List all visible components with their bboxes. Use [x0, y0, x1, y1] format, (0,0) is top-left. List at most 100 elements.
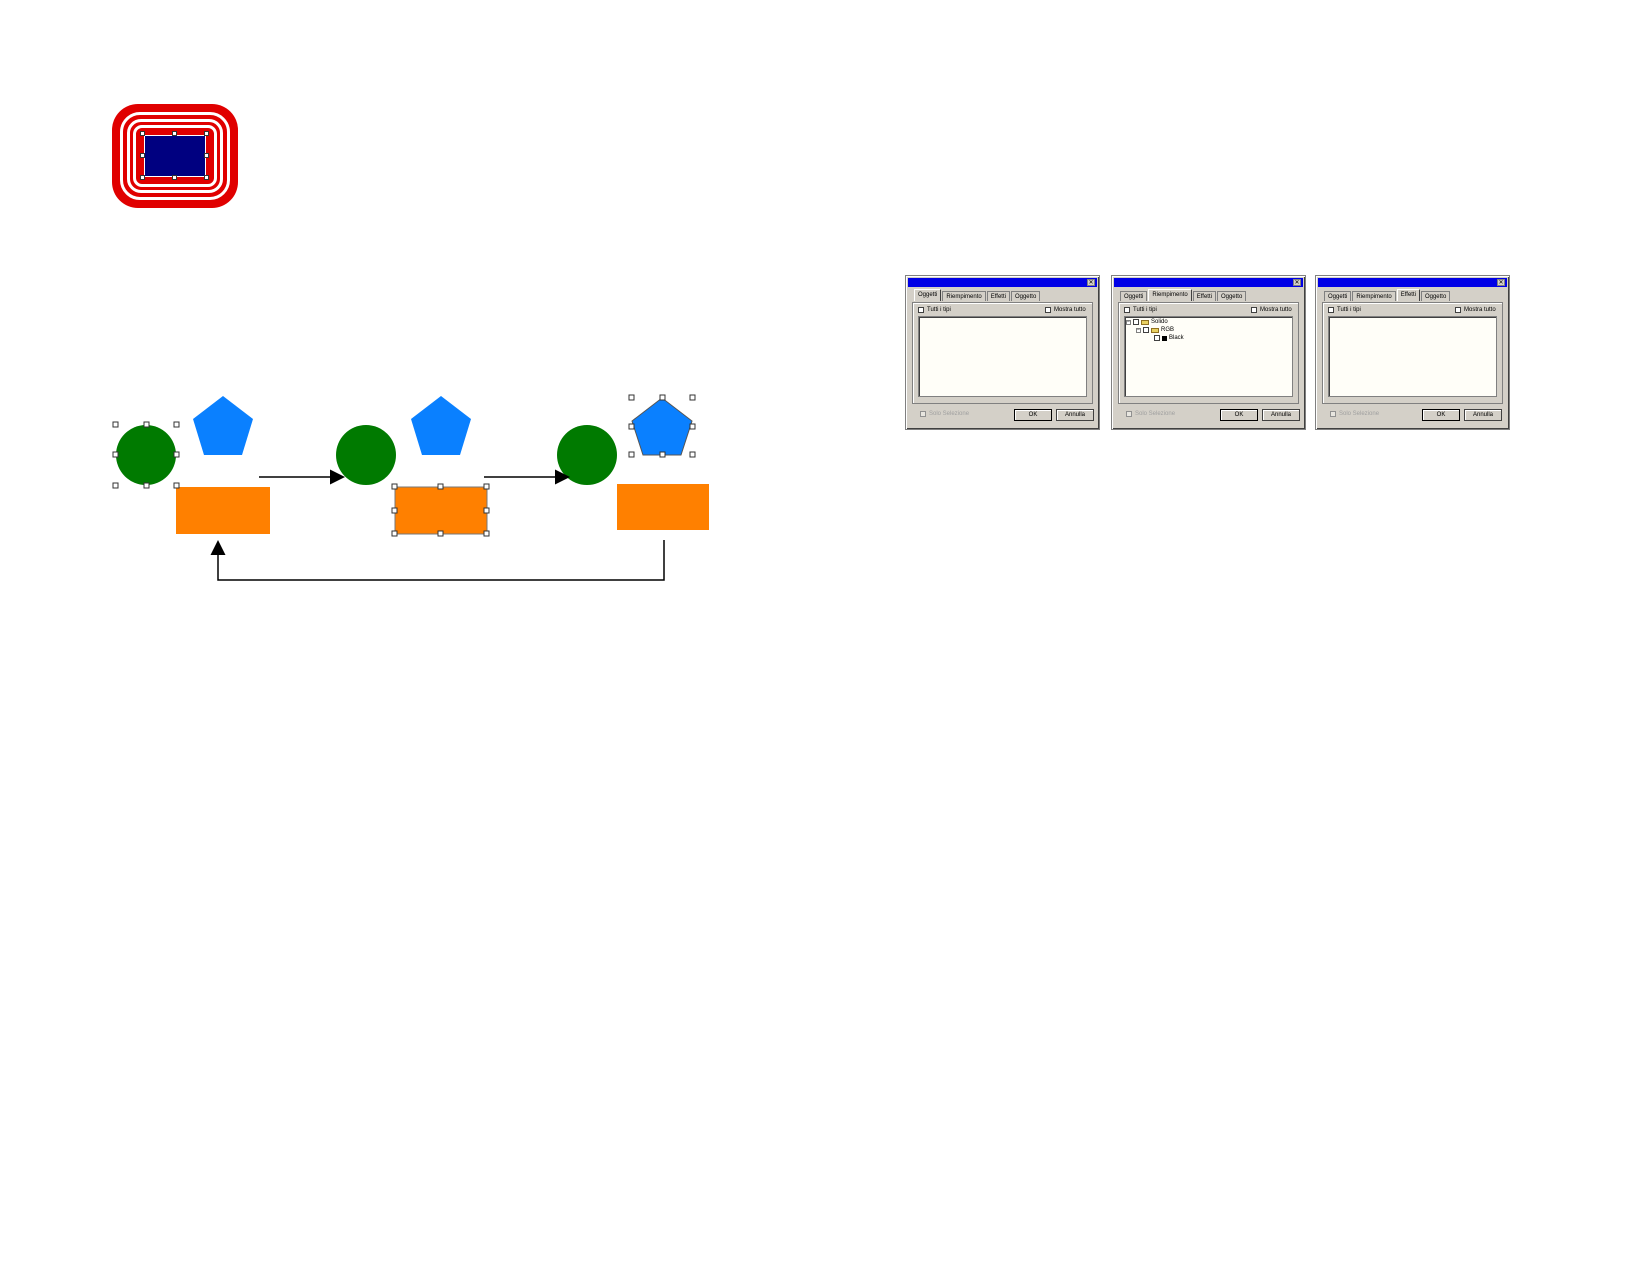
- dialog-titlebar[interactable]: ✕: [908, 278, 1097, 287]
- tab-riempimento[interactable]: Riempimento: [1352, 291, 1396, 301]
- checkbox-box[interactable]: [918, 307, 924, 313]
- only-selection-checkbox: Solo Selezione: [920, 411, 969, 417]
- selection-handle[interactable]: [140, 131, 145, 136]
- selection-handle[interactable]: [204, 175, 209, 180]
- tab-strip: Oggetti Riempimento Effetti Oggetto: [1324, 289, 1451, 302]
- concentric-rings-illustration: [112, 104, 238, 208]
- dialog-titlebar[interactable]: ✕: [1114, 278, 1303, 287]
- dialog-effetti: ✕ Oggetti Riempimento Effetti Oggetto Tu…: [1315, 275, 1510, 430]
- tab-panel: [1118, 302, 1299, 404]
- all-types-checkbox[interactable]: Tutti i tipi: [1124, 307, 1157, 313]
- selection-cycle-diagram: [112, 394, 709, 581]
- circle-shape[interactable]: [116, 425, 176, 485]
- all-types-label: Tutti i tipi: [1337, 307, 1361, 313]
- all-types-checkbox[interactable]: Tutti i tipi: [918, 307, 951, 313]
- return-arrow: [210, 540, 665, 581]
- tree-label: RGB: [1161, 327, 1175, 333]
- circle-shape[interactable]: [557, 425, 617, 485]
- tab-oggetto[interactable]: Oggetto: [1010, 291, 1041, 301]
- show-all-label: Mostra tutto: [1464, 307, 1496, 313]
- ring-gap-3: [133, 125, 217, 187]
- checkbox-box: [920, 411, 926, 417]
- checkbox-box: [1330, 411, 1336, 417]
- close-icon[interactable]: ✕: [1087, 279, 1095, 286]
- tab-oggetti[interactable]: Oggetti: [1120, 291, 1148, 301]
- objects-list[interactable]: [918, 316, 1087, 397]
- folder-icon: [1151, 327, 1159, 333]
- tab-riempimento[interactable]: Riempimento: [942, 291, 986, 301]
- ok-button[interactable]: OK: [1220, 409, 1258, 421]
- close-icon[interactable]: ✕: [1497, 279, 1505, 286]
- tree-checkbox[interactable]: [1143, 327, 1149, 333]
- collapse-icon[interactable]: −: [1136, 326, 1141, 333]
- tab-effetti[interactable]: Effetti: [986, 291, 1010, 301]
- checkbox-box[interactable]: [1045, 307, 1051, 313]
- rectangle-shape[interactable]: [394, 486, 488, 535]
- only-selection-checkbox: Solo Selezione: [1126, 411, 1175, 417]
- pentagon-shape[interactable]: [411, 396, 471, 455]
- ok-button[interactable]: OK: [1422, 409, 1460, 421]
- only-selection-label: Solo Selezione: [1339, 411, 1380, 417]
- ring-gap-2: [127, 119, 223, 193]
- ok-button[interactable]: OK: [1014, 409, 1052, 421]
- cancel-button[interactable]: Annulla: [1056, 409, 1094, 421]
- selection-handle[interactable]: [204, 153, 209, 158]
- close-icon[interactable]: ✕: [1293, 279, 1301, 286]
- pentagon-shape[interactable]: [631, 397, 693, 456]
- tab-effetti[interactable]: Effetti: [1396, 289, 1420, 301]
- selection-handle[interactable]: [140, 175, 145, 180]
- circle-shape[interactable]: [336, 425, 396, 485]
- tab-oggetto[interactable]: Oggetto: [1216, 291, 1247, 301]
- show-all-label: Mostra tutto: [1260, 307, 1292, 313]
- tree-label: Solido: [1151, 319, 1168, 325]
- checkbox-box[interactable]: [1455, 307, 1461, 313]
- all-types-label: Tutti i tipi: [927, 307, 951, 313]
- tree-checkbox[interactable]: [1154, 335, 1160, 341]
- pentagon-shape[interactable]: [193, 396, 253, 455]
- folder-icon: [1141, 319, 1149, 325]
- rectangle-shape[interactable]: [176, 487, 270, 534]
- tab-effetti[interactable]: Effetti: [1192, 291, 1216, 301]
- selection-handle[interactable]: [204, 131, 209, 136]
- tree-label: Black: [1169, 335, 1184, 341]
- tab-oggetto[interactable]: Oggetto: [1420, 291, 1451, 301]
- tree-checkbox[interactable]: [1133, 319, 1139, 325]
- all-types-label: Tutti i tipi: [1133, 307, 1157, 313]
- rectangle-selection-handles[interactable]: [391, 483, 490, 537]
- circle-selection-handles[interactable]: [112, 421, 180, 489]
- cancel-button[interactable]: Annulla: [1464, 409, 1502, 421]
- only-selection-label: Solo Selezione: [1135, 411, 1176, 417]
- selection-handle[interactable]: [172, 175, 177, 180]
- checkbox-box[interactable]: [1328, 307, 1334, 313]
- tree-node-rgb[interactable]: − RGB: [1126, 326, 1184, 334]
- ring-gap-1: [120, 112, 230, 200]
- show-all-checkbox[interactable]: Mostra tutto: [1455, 307, 1496, 313]
- checkbox-box[interactable]: [1251, 307, 1257, 313]
- checkbox-box: [1126, 411, 1132, 417]
- collapse-icon[interactable]: −: [1126, 318, 1131, 325]
- dialog-riempimento: ✕ Oggetti Riempimento Effetti Oggetto Tu…: [1111, 275, 1306, 430]
- tab-oggetti[interactable]: Oggetti: [1324, 291, 1352, 301]
- dialog-oggetti: ✕ Oggetti Riempimento Effetti Oggetto Tu…: [905, 275, 1100, 430]
- rectangle-shape[interactable]: [617, 484, 709, 530]
- dialog-titlebar[interactable]: ✕: [1318, 278, 1507, 287]
- tab-oggetti[interactable]: Oggetti: [914, 289, 942, 301]
- tab-strip: Oggetti Riempimento Effetti Oggetto: [1120, 289, 1247, 302]
- effects-list[interactable]: [1328, 316, 1497, 397]
- tab-strip: Oggetti Riempimento Effetti Oggetto: [914, 289, 1041, 302]
- selection-handle[interactable]: [172, 131, 177, 136]
- only-selection-checkbox: Solo Selezione: [1330, 411, 1379, 417]
- cancel-button[interactable]: Annulla: [1262, 409, 1300, 421]
- selection-handle[interactable]: [140, 153, 145, 158]
- tree-node-solido[interactable]: − Solido: [1126, 318, 1184, 326]
- show-all-checkbox[interactable]: Mostra tutto: [1045, 307, 1086, 313]
- checkbox-box[interactable]: [1124, 307, 1130, 313]
- all-types-checkbox[interactable]: Tutti i tipi: [1328, 307, 1361, 313]
- tab-panel: [912, 302, 1093, 404]
- show-all-checkbox[interactable]: Mostra tutto: [1251, 307, 1292, 313]
- tab-riempimento[interactable]: Riempimento: [1148, 289, 1192, 301]
- only-selection-label: Solo Selezione: [929, 411, 970, 417]
- pentagon-selection-handles[interactable]: [628, 394, 696, 458]
- tree-node-black[interactable]: Black: [1126, 334, 1184, 342]
- fill-tree: − Solido − RGB Black: [1126, 318, 1184, 342]
